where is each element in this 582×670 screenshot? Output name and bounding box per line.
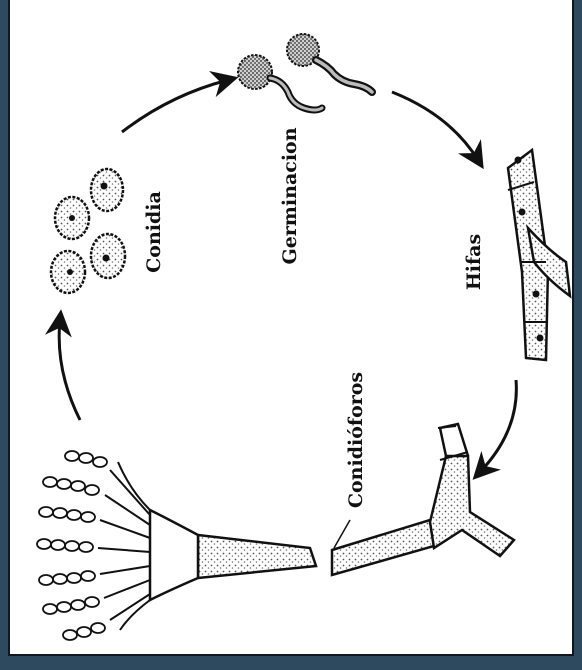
conidia-spores bbox=[51, 169, 125, 293]
conidiophore bbox=[37, 424, 514, 640]
arrow-germinacion-to-hifas bbox=[392, 92, 478, 160]
label-conidioforos: Conidióforos bbox=[345, 372, 367, 508]
germinating-spores bbox=[238, 34, 372, 110]
label-germinacion: Germinacion bbox=[279, 127, 301, 264]
hyphae bbox=[508, 150, 570, 360]
conidium bbox=[51, 251, 85, 293]
arrow-conidioforos-to-conidia bbox=[59, 320, 80, 420]
conidium bbox=[91, 169, 123, 211]
label-conidia: Conidia bbox=[143, 191, 165, 273]
germinating-spore bbox=[287, 34, 372, 92]
conidium bbox=[55, 197, 89, 239]
conidium bbox=[91, 234, 125, 278]
arrow-conidia-to-germinacion bbox=[122, 80, 228, 132]
arrow-hifas-to-conidioforos bbox=[480, 380, 516, 472]
label-hifas: Hifas bbox=[463, 234, 485, 290]
